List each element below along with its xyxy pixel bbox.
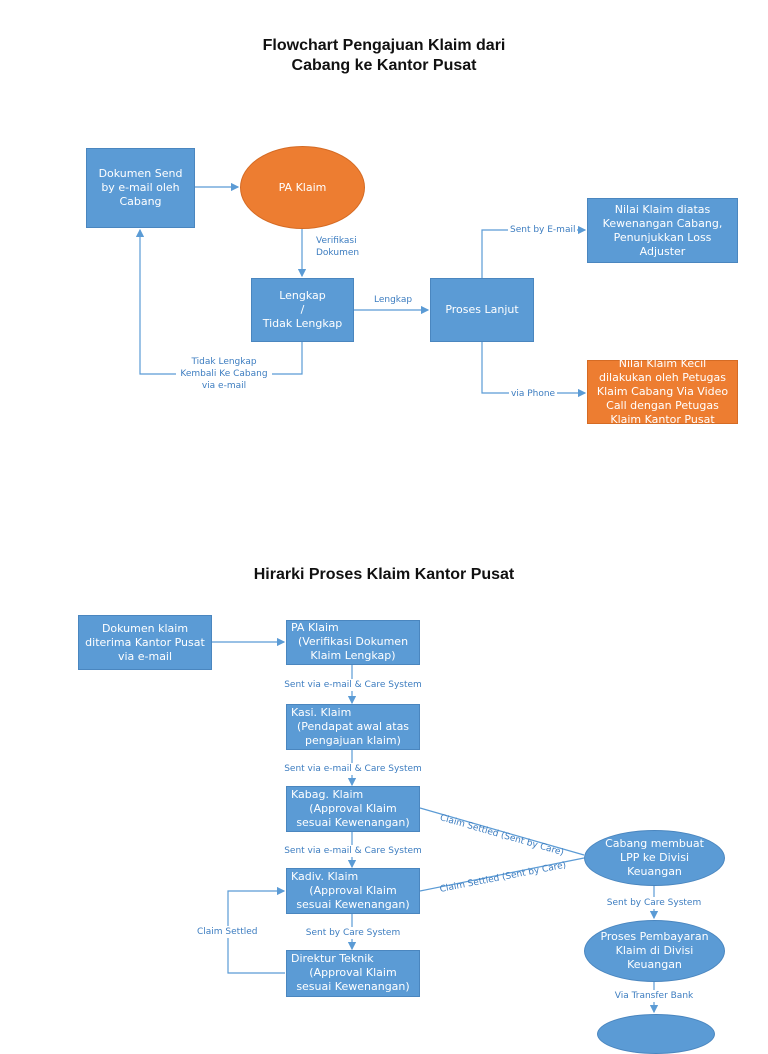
node-kadiv-klaim: Kadiv. Klaim (Approval Klaim sesuai Kewe… [286,868,420,914]
edge-label-sent-care-3: Sent via e-mail & Care System [277,845,429,857]
edge-label-tidak-line2: Kembali Ke Cabang [180,369,268,379]
node-lengkap-tidak-lengkap: Lengkap / Tidak Lengkap [251,278,354,342]
edge-label-tidak-line1: Tidak Lengkap [191,357,257,367]
node-pa-klaim: PA Klaim [240,146,365,229]
flowchart-title-line2: Cabang ke Kantor Pusat [291,57,477,74]
edge-label-sent-by-care-lpp: Sent by Care System [600,897,708,909]
node-proses-lanjut: Proses Lanjut [430,278,534,342]
node-dokumen-send: Dokumen Send by e-mail oleh Cabang [86,148,195,228]
edge-label-sent-care-1: Sent via e-mail & Care System [277,679,429,691]
node-pa-klaim-line2: (Verifikasi Dokumen Klaim Lengkap) [297,635,409,662]
node-nilai-klaim-kecil: Nilai Klaim Kecil dilakukan oleh Petugas… [587,357,738,426]
flowchart-title: Flowchart Pengajuan Klaim dari Cabang ke… [0,36,768,76]
node-cabang-lpp: Cabang membuat LPP ke Divisi Keuangan [584,830,725,886]
edge-label-sent-care-2: Sent via e-mail & Care System [277,763,429,775]
node-nilai-klaim-diatas: Nilai Klaim diatas Kewenangan Cabang, Pe… [587,198,738,263]
node-kabag-klaim: Kabag. Klaim (Approval Klaim sesuai Kewe… [286,786,420,832]
node-lengkap-line3: Tidak Lengkap [262,317,343,330]
hirarki-title: Hirarki Proses Klaim Kantor Pusat [253,566,515,583]
edge-label-tidak-lengkap: Tidak Lengkap Kembali Ke Cabang via e-ma… [176,356,272,392]
node-pa-klaim-verifikasi: PA Klaim (Verifikasi Dokumen Klaim Lengk… [286,620,420,665]
edge-label-verifikasi: Verifikasi Dokumen [316,235,360,259]
node-direktur-teknik: Direktur Teknik (Approval Klaim sesuai K… [286,950,420,997]
node-lengkap-line1: Lengkap [279,289,326,302]
edge-label-verifikasi-line1: Verifikasi [316,236,357,246]
node-proses-pembayaran: Proses Pembayaran Klaim di Divisi Keuang… [584,920,725,982]
node-kasi-line2: (Pendapat awal atas pengajuan klaim) [296,719,410,747]
node-kabag-line1: Kabag. Klaim [291,787,364,801]
node-direktur-line1: Direktur Teknik [291,952,374,965]
node-kadiv-line2: (Approval Klaim sesuai Kewenangan) [296,883,410,911]
node-kadiv-line1: Kadiv. Klaim [291,869,359,883]
node-kasi-klaim: Kasi. Klaim (Pendapat awal atas pengajua… [286,704,420,750]
flowchart-title-line1: Flowchart Pengajuan Klaim dari [262,37,506,54]
node-kabag-line2: (Approval Klaim sesuai Kewenangan) [296,801,410,829]
edge-label-sent-by-care: Sent by Care System [297,927,409,939]
edge-label-tidak-line3: via e-mail [201,381,247,391]
node-next-ellipse [597,1014,715,1054]
node-direktur-line2: (Approval Klaim sesuai Kewenangan) [296,966,410,993]
edge-label-sent-email: Sent by E-mail [508,224,578,236]
edge-label-claim-settled-loop: Claim Settled [196,926,259,938]
edge-label-via-phone: via Phone [509,388,558,400]
edge-label-verifikasi-line2: Dokumen [316,248,360,258]
node-kasi-line1: Kasi. Klaim [291,705,352,719]
node-dokumen-klaim: Dokumen klaim diterima Kantor Pusat via … [78,615,212,670]
edge-label-via-transfer: Via Transfer Bank [606,990,702,1002]
edge-label-lengkap: Lengkap [374,294,413,306]
node-lengkap-line2: / [300,303,305,316]
node-pa-klaim-line1: PA Klaim [291,621,339,634]
